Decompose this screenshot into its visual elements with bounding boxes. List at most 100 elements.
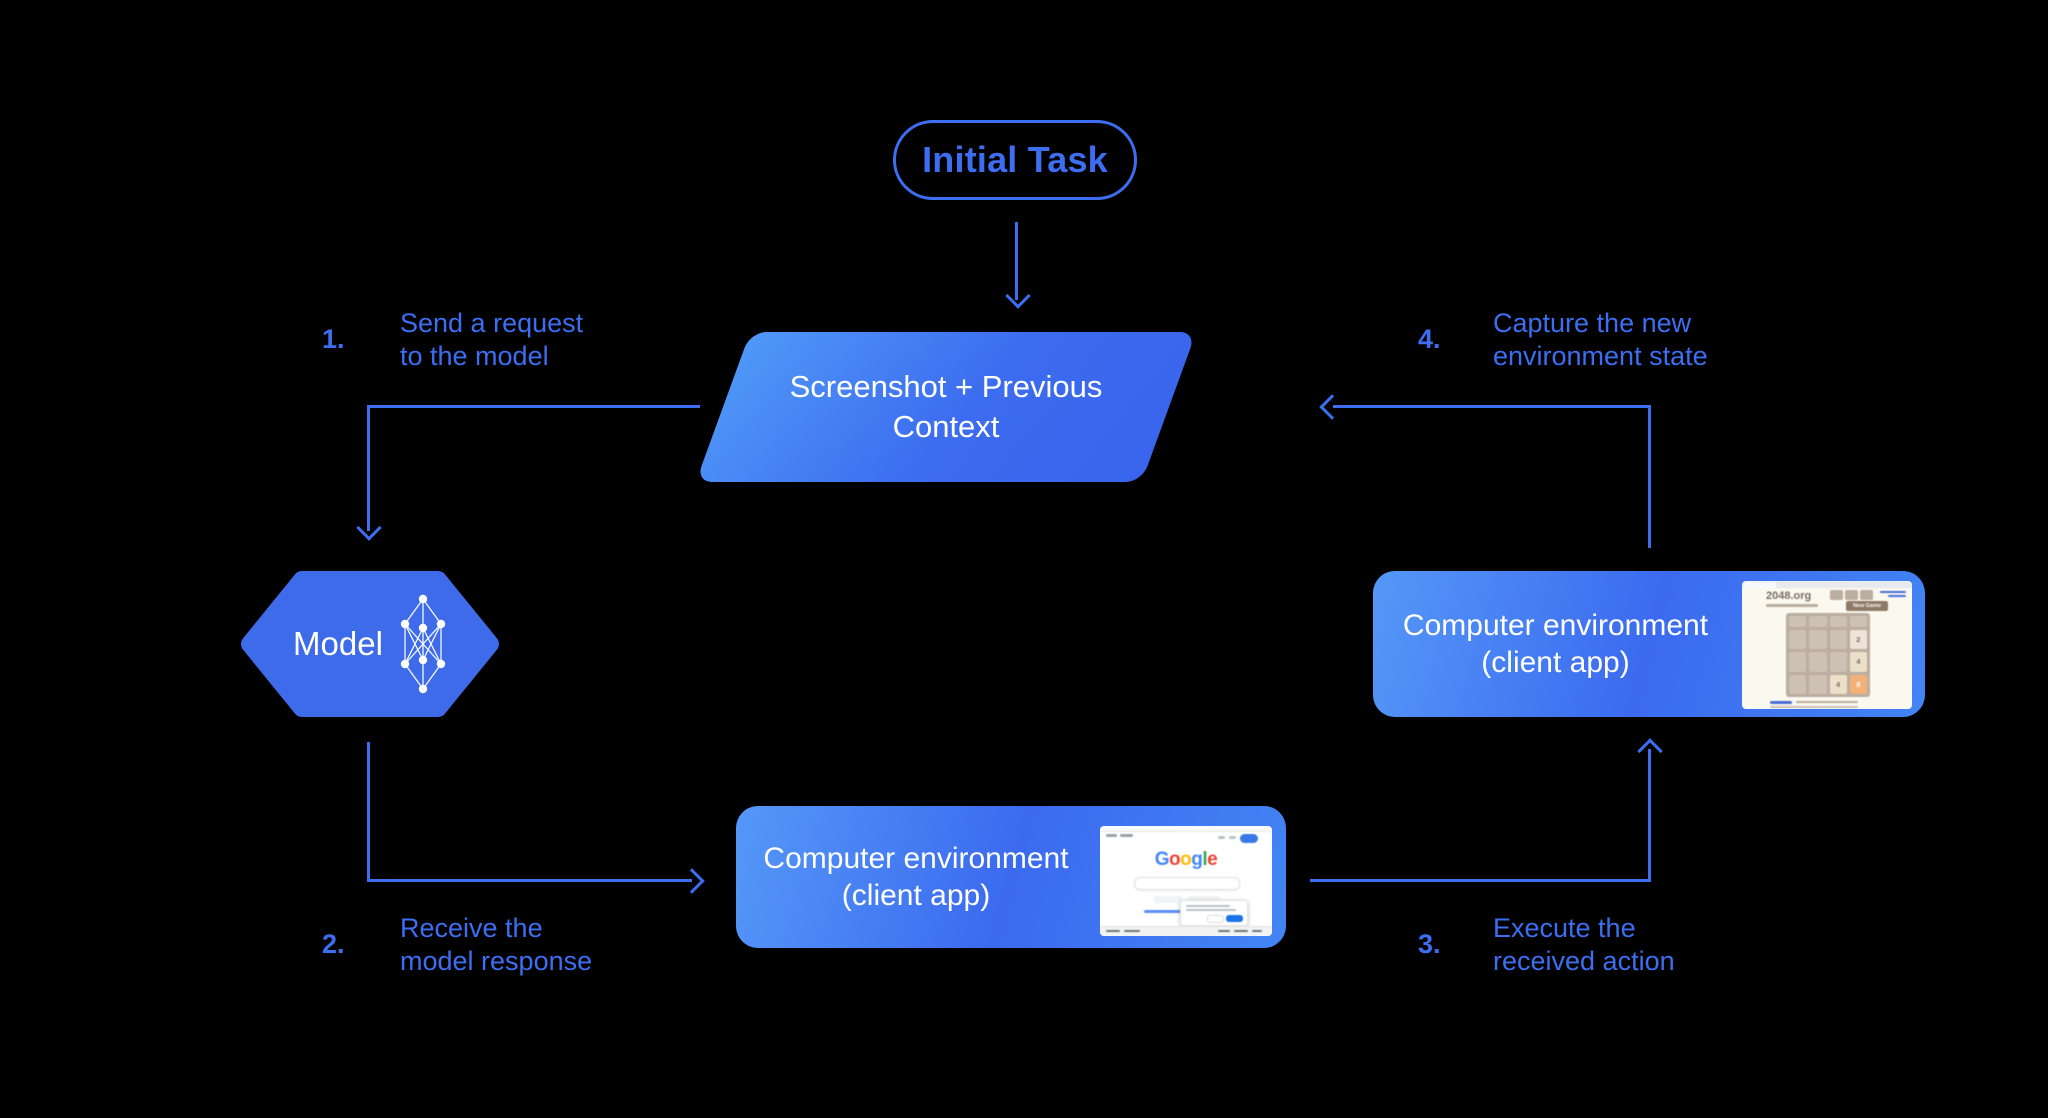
game-tile: 4 bbox=[1849, 652, 1867, 672]
model-node bbox=[240, 570, 500, 718]
step-1-label: Send a request to the model bbox=[400, 307, 583, 373]
google-logo: Google bbox=[1100, 850, 1272, 869]
arrow-env-to-env-h bbox=[1310, 879, 1651, 882]
step-2-line2: model response bbox=[400, 946, 593, 976]
browser-tab bbox=[1744, 582, 1776, 588]
arrow-env-to-context-v bbox=[1648, 405, 1651, 548]
feeling-lucky-button bbox=[1188, 896, 1220, 903]
arrowhead-right-icon bbox=[679, 868, 705, 894]
browser-chrome bbox=[1100, 826, 1272, 832]
cookie-consent-dialog bbox=[1180, 900, 1248, 926]
footer-link bbox=[1106, 930, 1120, 932]
screenshot-context-line2: Context bbox=[892, 409, 1000, 444]
neural-network-icon bbox=[400, 594, 446, 694]
game-empty-cell bbox=[1789, 652, 1807, 672]
browser-chrome bbox=[1742, 581, 1912, 588]
footer-link bbox=[1218, 930, 1230, 932]
step-4-number: 4. bbox=[1418, 324, 1441, 354]
model-label: Model bbox=[293, 625, 383, 662]
step-2-line1: Receive the bbox=[400, 913, 543, 943]
initial-task-node: Initial Task bbox=[893, 120, 1137, 200]
env-bottom-line1: Computer environment bbox=[763, 842, 1069, 875]
header-link bbox=[1888, 595, 1906, 597]
game-tile: 8 bbox=[1849, 674, 1867, 694]
computer-environment-bottom-label: Computer environment (client app) bbox=[736, 806, 1096, 948]
site-title: 2048.org bbox=[1766, 590, 1812, 602]
arrowhead-up-icon bbox=[1637, 738, 1663, 764]
game-empty-cell bbox=[1809, 652, 1827, 672]
model-node-content: Model bbox=[240, 570, 500, 718]
step-2-label: Receive the model response bbox=[400, 912, 592, 978]
arrowhead-left-icon bbox=[1319, 394, 1345, 420]
dialog-secondary-button bbox=[1207, 915, 1224, 923]
step-3-line2: received action bbox=[1493, 946, 1675, 976]
arrow-model-to-env-v bbox=[367, 742, 370, 882]
dialog-text-line bbox=[1186, 905, 1230, 907]
screenshot-context-label: Screenshot + Previous Context bbox=[723, 332, 1169, 482]
arrow-context-to-model-h bbox=[367, 405, 700, 408]
instructions-text bbox=[1796, 701, 1858, 703]
game-empty-cell bbox=[1829, 652, 1847, 672]
google-logo-letter: e bbox=[1207, 849, 1218, 870]
google-homepage-thumbnail: Google bbox=[1100, 826, 1272, 936]
env-bottom-line2: (client app) bbox=[841, 879, 991, 912]
game-empty-cell bbox=[1809, 629, 1827, 649]
google-footer bbox=[1100, 926, 1272, 936]
new-game-button: New Game bbox=[1846, 601, 1888, 611]
images-link bbox=[1120, 834, 1133, 837]
arrow-env-to-context-h bbox=[1333, 405, 1651, 408]
arrow-context-to-model-v bbox=[367, 405, 370, 531]
instructions-text bbox=[1770, 705, 1858, 708]
google-logo-letter: o bbox=[1180, 849, 1192, 870]
game-empty-cell bbox=[1849, 616, 1867, 627]
step-3-number: 3. bbox=[1418, 929, 1441, 959]
gmail-link bbox=[1106, 834, 1117, 837]
game-empty-cell bbox=[1809, 674, 1827, 694]
settings-icon bbox=[1229, 836, 1236, 839]
step-3-label: Execute the received action bbox=[1493, 912, 1675, 978]
hexagon-shape bbox=[241, 571, 499, 717]
computer-environment-right-label: Computer environment (client app) bbox=[1373, 571, 1738, 717]
google-thumbnail-content: Google bbox=[1100, 826, 1272, 936]
arrow-task-to-context bbox=[1015, 222, 1018, 300]
step-2-number: 2. bbox=[322, 929, 345, 959]
google-logo-letter: G bbox=[1154, 849, 1170, 870]
step-4-line1: Capture the new bbox=[1493, 308, 1692, 338]
step-1-line1: Send a request bbox=[400, 308, 584, 338]
google-logo-letter: g bbox=[1191, 849, 1203, 870]
step-1-line2: to the model bbox=[400, 341, 549, 371]
game-empty-cell bbox=[1789, 616, 1807, 627]
game-empty-cell bbox=[1789, 674, 1807, 694]
game-tile: 2 bbox=[1849, 629, 1867, 649]
step-3-line1: Execute the bbox=[1493, 913, 1636, 943]
header-link bbox=[1880, 591, 1906, 593]
env-right-line1: Computer environment bbox=[1402, 609, 1709, 642]
footer-link bbox=[1234, 930, 1248, 932]
game-empty-cell bbox=[1809, 616, 1827, 627]
arrow-env-to-env-v bbox=[1648, 749, 1651, 882]
screenshot-context-line1: Screenshot + Previous bbox=[789, 369, 1103, 404]
env-right-line2: (client app) bbox=[1481, 646, 1630, 679]
google-logo-letter: l bbox=[1202, 849, 1208, 870]
dialog-primary-button bbox=[1226, 915, 1243, 922]
moves-box bbox=[1860, 590, 1873, 600]
dialog-text-line bbox=[1186, 909, 1236, 911]
arrow-model-to-env-h bbox=[367, 879, 692, 882]
score-box bbox=[1830, 590, 1843, 600]
sign-in-button bbox=[1240, 834, 1258, 843]
step-4-label: Capture the new environment state bbox=[1493, 307, 1708, 373]
how-to-play-link bbox=[1770, 701, 1792, 704]
game-empty-cell bbox=[1789, 629, 1807, 649]
footer-link bbox=[1252, 930, 1262, 932]
step-1-number: 1. bbox=[322, 324, 345, 354]
game-empty-cell bbox=[1829, 629, 1847, 649]
apps-icon bbox=[1218, 836, 1225, 839]
search-box bbox=[1134, 877, 1240, 890]
arrowhead-down-icon bbox=[1005, 283, 1031, 309]
google-search-button bbox=[1154, 896, 1182, 903]
step-4-line2: environment state bbox=[1493, 341, 1708, 371]
